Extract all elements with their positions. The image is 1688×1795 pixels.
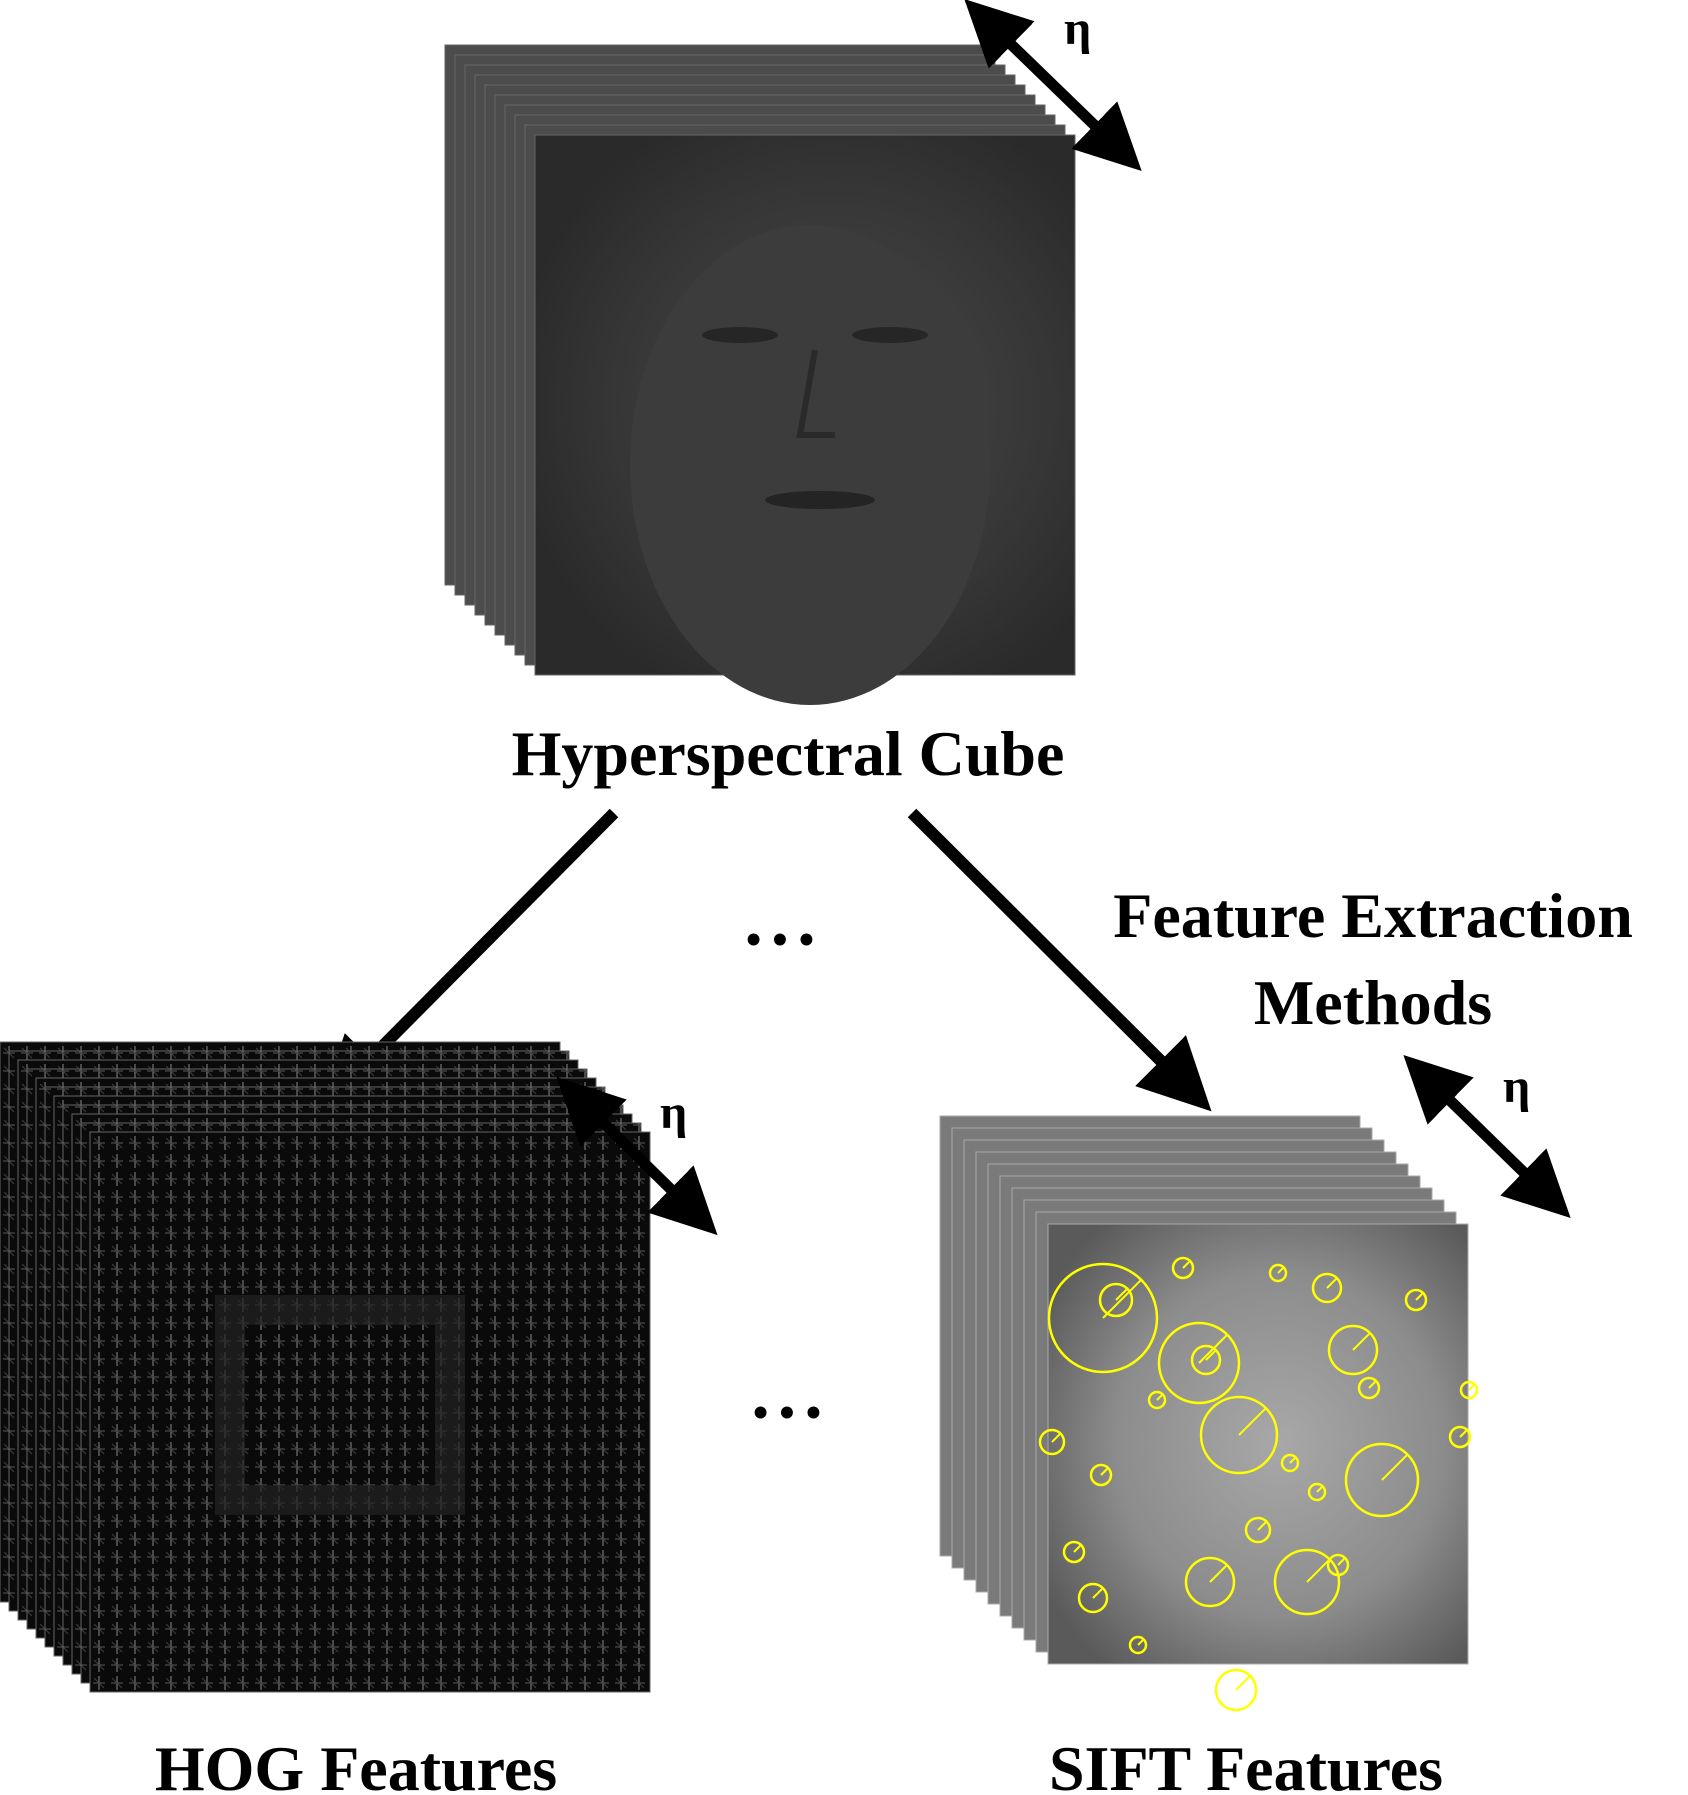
hog-face-region bbox=[215, 1295, 465, 1515]
band-axis-label-sift: η bbox=[1503, 1060, 1530, 1113]
sift-keypoint-orientation bbox=[1368, 1380, 1377, 1389]
sift-keypoint bbox=[1077, 1582, 1109, 1614]
sift-keypoint-orientation bbox=[1115, 1288, 1128, 1301]
sift-keypoint-orientation bbox=[1459, 1429, 1468, 1438]
band-axis-arrow-sift bbox=[1403, 1054, 1571, 1219]
sift-keypoint-orientation bbox=[1073, 1544, 1082, 1553]
sift-keypoint bbox=[1327, 1324, 1379, 1376]
sift-keypoint bbox=[1357, 1376, 1381, 1400]
sift-keypoint-orientation bbox=[1326, 1277, 1338, 1289]
left-eye bbox=[702, 327, 778, 343]
sift-keypoint-orientation bbox=[1156, 1393, 1164, 1401]
band-axis-arrow-hog bbox=[556, 1076, 718, 1236]
sift-slice bbox=[1047, 1223, 1469, 1665]
hyperspectral-cube bbox=[444, 44, 1076, 705]
sift-keypoint-orientation bbox=[1337, 1557, 1346, 1566]
sift-keypoint bbox=[1404, 1288, 1428, 1312]
sift-keypoint bbox=[1038, 1428, 1066, 1456]
feature-extraction-label-line2: Methods bbox=[1254, 967, 1492, 1038]
sift-keypoint-orientation bbox=[1205, 1349, 1217, 1361]
face-shape bbox=[630, 225, 990, 705]
sift-keypoint-orientation bbox=[1209, 1564, 1228, 1583]
sift-keypoint-orientation bbox=[1289, 1456, 1297, 1464]
band-axis-label-top: η bbox=[1064, 2, 1091, 55]
sift-keypoint bbox=[1089, 1463, 1113, 1487]
sift-keypoint bbox=[1307, 1482, 1327, 1502]
sift-keypoint bbox=[1147, 1390, 1167, 1410]
sift-keypoint-orientation bbox=[1468, 1383, 1476, 1391]
sift-keypoint-orientation bbox=[1137, 1638, 1145, 1646]
sift-keypoint bbox=[1326, 1553, 1350, 1577]
band-axis-arrow-top bbox=[964, 0, 1142, 171]
sift-keypoint-orientation bbox=[1316, 1485, 1324, 1493]
sift-keypoint-orientation bbox=[1381, 1454, 1408, 1481]
sift-keypoint bbox=[1214, 1668, 1258, 1712]
sift-keypoint-orientation bbox=[1257, 1520, 1268, 1531]
mouth bbox=[765, 491, 875, 509]
feature-extraction-label-line1: Feature Extraction bbox=[1113, 880, 1633, 951]
sift-keypoint bbox=[1157, 1321, 1241, 1405]
sift-keypoint-orientation bbox=[1102, 1279, 1142, 1319]
sift-keypoint-orientation bbox=[1100, 1467, 1109, 1476]
sift-keypoint-orientation bbox=[1182, 1260, 1191, 1269]
sift-keypoint-orientation bbox=[1235, 1675, 1251, 1691]
sift-keypoint bbox=[1311, 1272, 1343, 1304]
hog-feature-stack bbox=[0, 1041, 651, 1693]
sift-keypoint bbox=[1171, 1256, 1195, 1280]
ellipsis-bottom: • • • bbox=[753, 1388, 821, 1437]
sift-keypoint bbox=[1273, 1548, 1341, 1616]
sift-label: SIFT Features bbox=[1049, 1733, 1443, 1795]
sift-keypoint-orientation bbox=[1306, 1558, 1331, 1583]
band-axis-label-hog: η bbox=[660, 1086, 687, 1139]
sift-keypoint-orientation bbox=[1415, 1292, 1424, 1301]
sift-keypoint bbox=[1268, 1263, 1288, 1283]
sift-keypoint-orientation bbox=[1238, 1407, 1267, 1436]
sift-keypoint-orientation bbox=[1092, 1587, 1104, 1599]
sift-keypoint-orientation bbox=[1051, 1432, 1062, 1443]
sift-keypoint bbox=[1184, 1556, 1236, 1608]
sift-keypoint bbox=[1062, 1540, 1086, 1564]
sift-keypoint bbox=[1190, 1344, 1222, 1376]
right-eye bbox=[852, 327, 928, 343]
arrow-to-hog bbox=[319, 808, 619, 1110]
nose bbox=[796, 349, 835, 438]
sift-keypoint bbox=[1098, 1282, 1134, 1318]
sift-keypoint bbox=[1448, 1425, 1472, 1449]
sift-feature-stack bbox=[939, 1115, 1479, 1712]
sift-keypoint bbox=[1199, 1395, 1279, 1475]
sift-keypoint bbox=[1244, 1516, 1272, 1544]
cube-label: Hyperspectral Cube bbox=[512, 718, 1065, 789]
hog-label: HOG Features bbox=[155, 1733, 557, 1795]
sift-keypoint-orientation bbox=[1352, 1332, 1371, 1351]
sift-keypoint bbox=[1344, 1442, 1420, 1518]
arrow-to-sift bbox=[907, 808, 1212, 1112]
sift-keypoint bbox=[1459, 1380, 1479, 1400]
hog-slice bbox=[89, 1131, 651, 1693]
sift-keypoint-orientation bbox=[1277, 1266, 1285, 1274]
sift-keypoint bbox=[1128, 1635, 1148, 1655]
sift-keypoint bbox=[1047, 1262, 1159, 1374]
sift-keypoint bbox=[1280, 1453, 1300, 1473]
ellipsis-top: • • • bbox=[746, 915, 814, 964]
